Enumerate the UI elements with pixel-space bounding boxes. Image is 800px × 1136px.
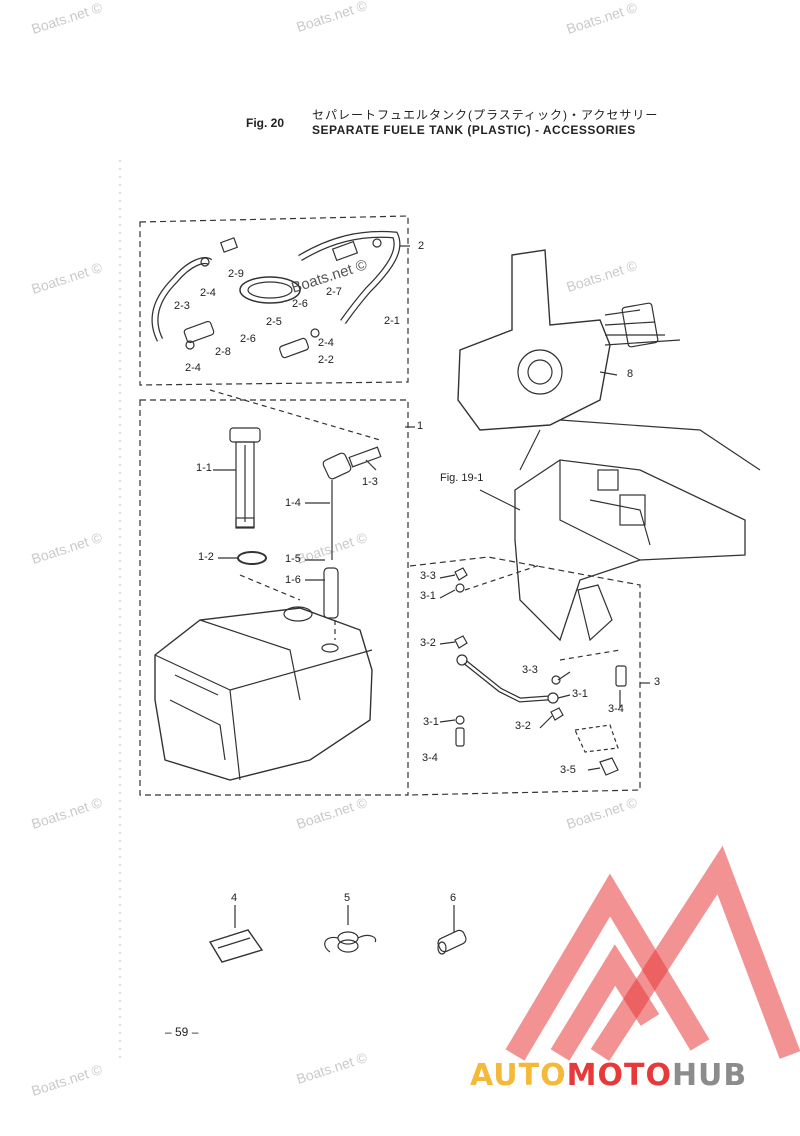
callout-3-2: 3-2 [420,637,436,649]
callout-2-5: 2-5 [266,316,282,328]
callout-1-3: 1-3 [362,476,378,488]
callout-1-5: 1-5 [285,553,301,565]
callout-3-1: 3-1 [572,688,588,700]
callout-2-4: 2-4 [200,287,216,299]
callout-3-4: 3-4 [608,703,624,715]
callout-3-3: 3-3 [522,664,538,676]
brand-logo-icon [505,845,800,1061]
callout-3-1: 3-1 [420,590,436,602]
group-box-3 [409,556,641,796]
figure-number: Fig. 20 [246,116,285,130]
group-box-1 [139,399,409,796]
callout-fig-19-1: Fig. 19-1 [440,472,484,484]
callout-2-2: 2-2 [318,354,334,366]
callout-2-1: 2-1 [384,315,400,327]
group-box-2 [139,215,409,386]
callout-2-8: 2-8 [215,346,231,358]
callout-2-6: 2-6 [240,333,256,345]
remote-control-box [457,249,611,431]
callout-4: 4 [231,892,238,904]
brand-part-auto: AUTO [470,1058,567,1093]
callout-2-9: 2-9 [228,268,244,280]
title-english: SEPARATE FUELE TANK (PLASTIC) - ACCESSOR… [312,123,636,137]
callout-6: 6 [450,892,457,904]
brand-part-moto: MOTO [566,1058,672,1093]
brand-part-hub: HUB [671,1058,748,1093]
callout-3: 3 [654,676,661,688]
callout-2-4: 2-4 [185,362,201,374]
callout-1-4: 1-4 [285,497,301,509]
callout-2: 2 [418,240,425,252]
callout-1-1: 1-1 [196,462,212,474]
title-japanese: セパレートフュエルタンク(プラスティック)・アクセサリー [312,108,659,122]
fuel-tank [154,607,373,781]
callout-1-6: 1-6 [285,574,301,586]
callout-3-1: 3-1 [423,716,439,728]
callout-2-3: 2-3 [174,300,190,312]
callout-2-7: 2-7 [326,286,342,298]
page-number: – 59 – [165,1025,199,1039]
callout-8: 8 [627,368,634,380]
callout-2-4: 2-4 [318,337,334,349]
brand-wordmark: AUTOMOTOHUB [470,1058,747,1093]
callout-3-2: 3-2 [515,720,531,732]
accessory-5 [324,931,377,953]
callout-5: 5 [344,892,351,904]
accessory-4 [208,929,264,963]
callout-1-2: 1-2 [198,551,214,563]
callout-1: 1 [417,420,424,432]
callout-3-3: 3-3 [420,570,436,582]
accessory-6 [437,929,467,955]
callout-3-4: 3-4 [422,752,438,764]
engine-bracket [514,459,746,642]
callout-2-6: 2-6 [292,298,308,310]
callout-3-5: 3-5 [560,764,576,776]
